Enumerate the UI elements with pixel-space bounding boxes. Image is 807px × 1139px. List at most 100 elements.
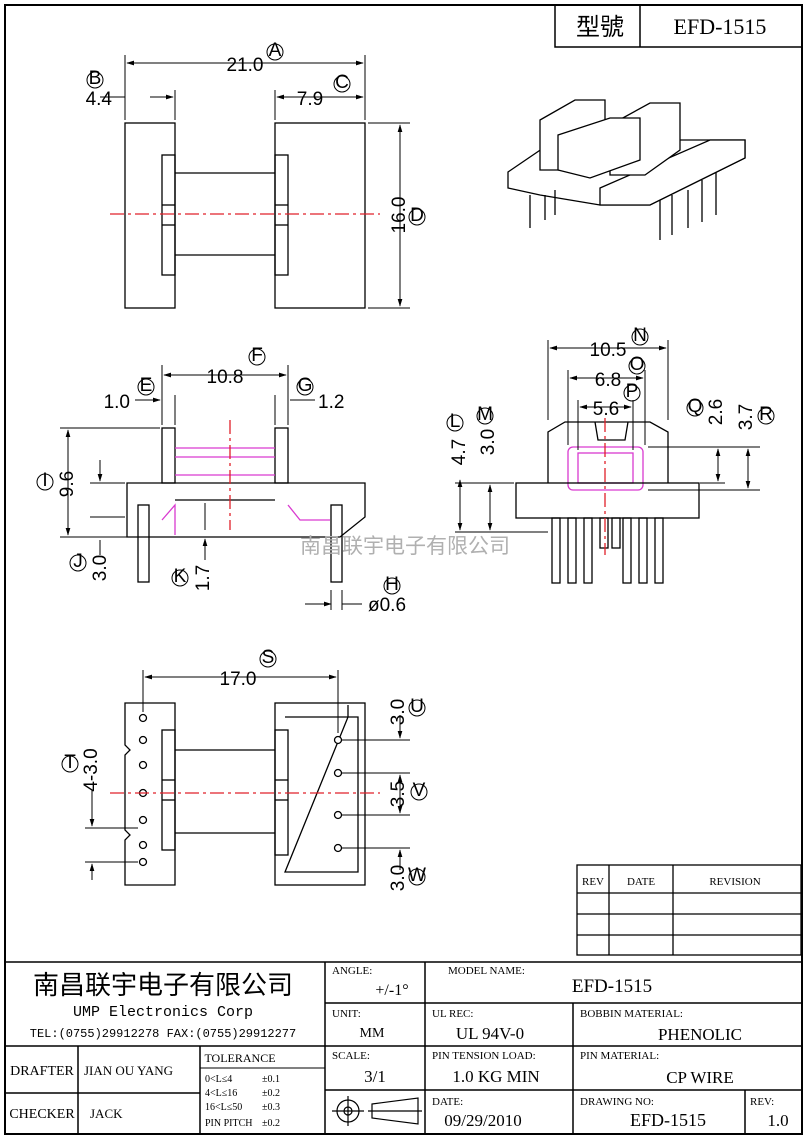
- drawing-no-label: DRAWING NO:: [580, 1096, 654, 1108]
- top-view: [100, 55, 410, 309]
- svg-text:V: V: [413, 780, 426, 801]
- bubble-B: B: [86, 68, 104, 89]
- svg-text:D: D: [410, 205, 424, 226]
- projection-symbol-icon: [332, 1096, 422, 1126]
- svg-text:H: H: [385, 574, 399, 595]
- bubble-Q: Q: [686, 396, 704, 417]
- dim-value-R: 3.7: [736, 404, 757, 430]
- svg-text:B: B: [89, 68, 102, 89]
- svg-text:K: K: [174, 566, 187, 587]
- title-fields: ANGLE: +/-1° MODEL NAME: EFD-1515 UNIT: …: [332, 965, 789, 1130]
- svg-text:±0.2: ±0.2: [262, 1088, 280, 1099]
- scale-value: 3/1: [364, 1067, 386, 1086]
- dimension-bubbles: A B C D E F G H I J K L M N O P Q R S T …: [36, 40, 775, 886]
- svg-text:P: P: [626, 381, 639, 402]
- tolerance-rows: 0<L≤4±0.1 4<L≤16±0.2 16<L≤50±0.3 PIN PIT…: [205, 1074, 280, 1129]
- bubble-P: P: [623, 381, 641, 402]
- model-box: 型號 EFD-1515: [554, 4, 803, 48]
- svg-text:M: M: [477, 404, 493, 425]
- rev-header-rev: REV: [582, 876, 604, 888]
- tension-value: 1.0 KG MIN: [452, 1067, 539, 1086]
- drafter-value: JIAN OU YANG: [84, 1063, 173, 1078]
- dim-value-H: ø0.6: [368, 595, 406, 616]
- side-pins: [551, 517, 664, 584]
- sheet-border: [4, 4, 803, 1135]
- bubble-G: G: [296, 375, 314, 396]
- model-name-label: MODEL NAME:: [448, 965, 525, 977]
- rev-value: 1.0: [767, 1111, 788, 1130]
- bubble-I: I: [36, 470, 54, 491]
- dim-value-P: 5.6: [593, 399, 619, 420]
- bubble-T: T: [61, 752, 79, 773]
- dim-value-N: 10.5: [590, 340, 627, 361]
- bubble-N: N: [631, 325, 649, 346]
- bubble-F: F: [248, 345, 266, 366]
- dim-value-M: 3.0: [478, 429, 499, 455]
- bobbin-value: PHENOLIC: [658, 1025, 742, 1044]
- svg-text:O: O: [630, 354, 645, 375]
- bubble-U: U: [408, 696, 426, 717]
- bubble-O: O: [628, 354, 646, 375]
- svg-text:R: R: [759, 404, 773, 425]
- svg-text:L: L: [450, 411, 461, 432]
- pin-holes: [138, 713, 343, 867]
- bubble-C: C: [333, 72, 351, 93]
- front-view: [60, 365, 366, 610]
- dim-value-S: 17.0: [220, 669, 257, 690]
- svg-text:16<L≤50: 16<L≤50: [205, 1102, 242, 1113]
- rev-label: REV:: [750, 1096, 774, 1108]
- model-value: EFD-1515: [674, 14, 767, 39]
- model-label: 型號: [576, 14, 624, 41]
- svg-text:Q: Q: [688, 396, 703, 417]
- dim-value-Q: 2.6: [706, 399, 727, 425]
- ul-value: UL 94V-0: [456, 1024, 524, 1043]
- dim-value-C: 7.9: [297, 89, 323, 110]
- unit-value: MM: [360, 1026, 385, 1041]
- svg-text:N: N: [633, 325, 647, 346]
- isometric-view: [507, 99, 746, 240]
- bubble-V: V: [410, 780, 428, 801]
- dim-value-J: 3.0: [90, 555, 111, 581]
- svg-text:I: I: [42, 470, 47, 491]
- dim-value-K: 1.7: [193, 565, 214, 591]
- bubble-W: W: [408, 865, 426, 886]
- svg-text:±0.1: ±0.1: [262, 1074, 280, 1085]
- svg-text:F: F: [251, 345, 263, 366]
- bottom-view: [85, 670, 410, 886]
- svg-text:PIN PITCH: PIN PITCH: [205, 1118, 253, 1129]
- svg-text:U: U: [410, 696, 424, 717]
- ul-label: UL REC:: [432, 1008, 473, 1020]
- dim-value-F: 10.8: [207, 367, 244, 388]
- drafter-label: DRAFTER: [10, 1064, 74, 1079]
- bubble-K: K: [171, 566, 189, 587]
- bubble-H: H: [383, 574, 401, 595]
- unit-label: UNIT:: [332, 1008, 361, 1020]
- svg-text:G: G: [298, 375, 313, 396]
- svg-text:0<L≤4: 0<L≤4: [205, 1074, 232, 1085]
- model-name-value: EFD-1515: [572, 976, 652, 997]
- title-block-grid: [5, 961, 802, 1134]
- bubble-S: S: [259, 647, 277, 668]
- svg-text:4<L≤16: 4<L≤16: [205, 1088, 237, 1099]
- dim-value-W: 3.0: [388, 865, 409, 891]
- checker-value: JACK: [90, 1106, 123, 1121]
- dim-value-G: 1.2: [318, 392, 344, 413]
- scale-label: SCALE:: [332, 1050, 370, 1062]
- dim-value-I: 9.6: [57, 471, 78, 497]
- pin-material-label: PIN MATERIAL:: [580, 1050, 659, 1062]
- dim-value-U: 3.0: [388, 699, 409, 725]
- angle-value: +/-1°: [375, 982, 408, 999]
- date-value: 09/29/2010: [444, 1111, 521, 1130]
- svg-text:S: S: [262, 647, 275, 668]
- rev-header-date: DATE: [627, 876, 655, 888]
- pin-material-value: CP WIRE: [666, 1068, 734, 1087]
- drawing-no-value: EFD-1515: [630, 1110, 706, 1130]
- rev-header-revision: REVISION: [709, 876, 760, 888]
- dim-value-E: 1.0: [104, 392, 130, 413]
- dim-value-L: 4.7: [449, 439, 470, 465]
- date-label: DATE:: [432, 1096, 463, 1108]
- svg-text:A: A: [269, 40, 282, 61]
- bubble-R: R: [757, 404, 775, 425]
- angle-label: ANGLE:: [332, 965, 372, 977]
- svg-text:J: J: [73, 551, 83, 572]
